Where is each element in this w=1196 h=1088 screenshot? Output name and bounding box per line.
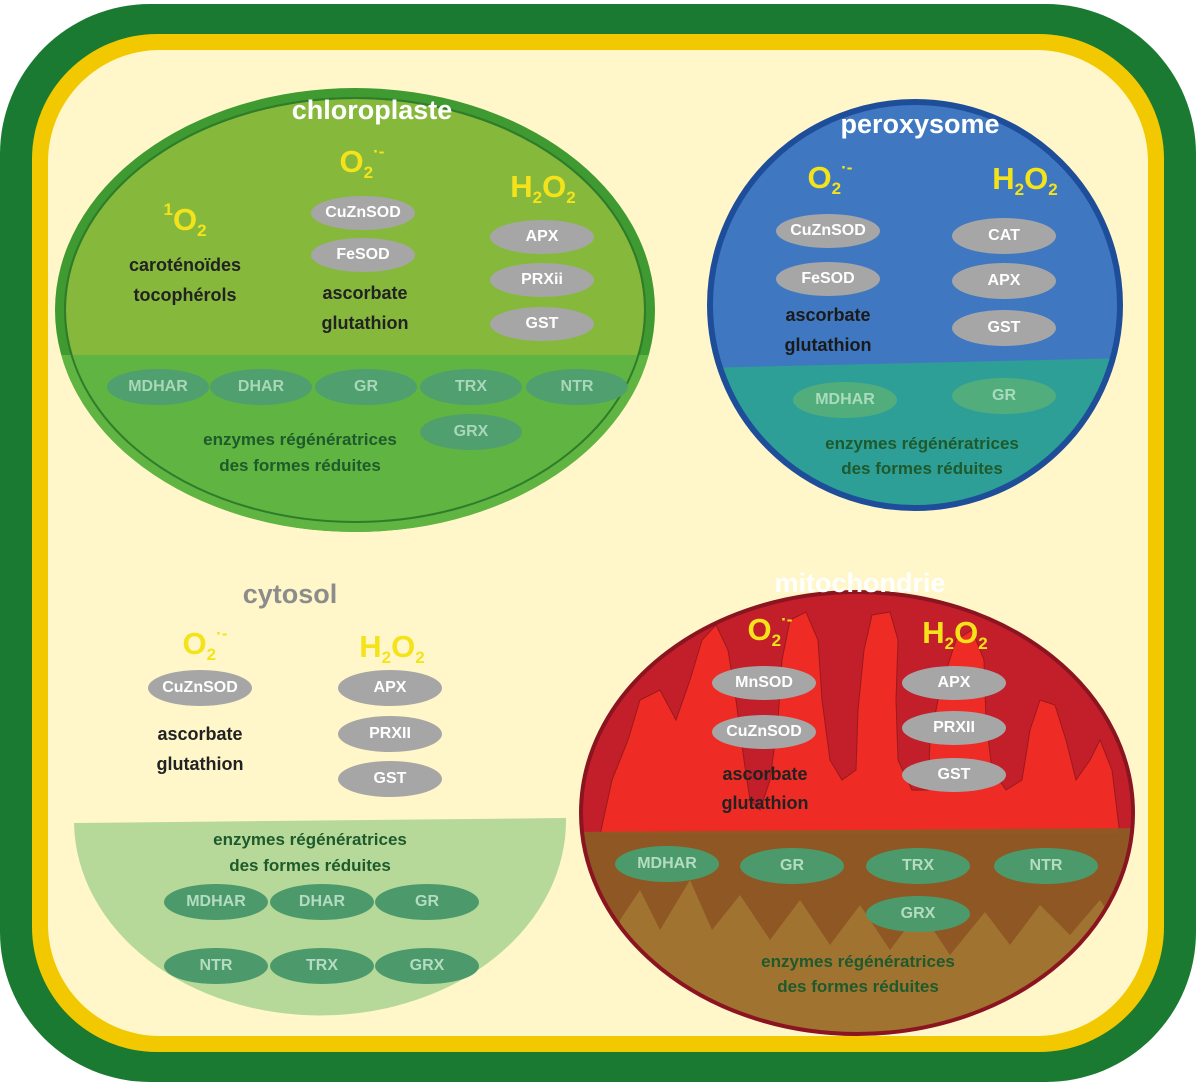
mitochondria-title: mitochondrie <box>774 568 946 598</box>
cytosol-enzyme-prxii: PRXII <box>338 716 442 752</box>
chloroplast-enzyme-fesod: FeSOD <box>311 238 415 272</box>
cytosol-regen-label-2: des formes réduites <box>229 856 391 875</box>
peroxysome-superoxide-label: O2·- <box>807 158 853 198</box>
cytosol-regen-mdhar: MDHAR <box>164 884 268 920</box>
cytosol-enzyme-cuznsod: CuZnSOD <box>148 670 252 706</box>
cytosol-regen-ntr: NTR <box>164 948 268 984</box>
chloroplast-peroxide-label: H2O2 <box>510 169 576 207</box>
cytosol-superoxide-text-1: ascorbate <box>157 724 243 744</box>
cytosol-regen-grx: GRX <box>375 948 479 984</box>
mitochondria-regen-trx: TRX <box>866 848 970 884</box>
peroxysome-enzyme-gst: GST <box>952 310 1056 346</box>
mitochondria-regen-label-2: des formes réduites <box>777 977 939 996</box>
peroxysome-enzyme-fesod: FeSOD <box>776 262 880 296</box>
chloroplast-enzyme-apx: APX <box>490 220 594 254</box>
chloroplast-regen-grx: GRX <box>420 414 522 450</box>
peroxysome-regen-label-2: des formes réduites <box>841 459 1003 478</box>
chloroplast-singlet-text-2: tocophérols <box>133 285 237 305</box>
chloroplast-title: chloroplaste <box>291 95 453 125</box>
peroxysome-enzyme-cuznsod: CuZnSOD <box>776 214 880 248</box>
cytosol-regen-trx: TRX <box>270 948 374 984</box>
chloroplast-singlet-oxygen-label: 1O2 <box>163 200 207 240</box>
peroxysome-peroxide-label: H2O2 <box>992 161 1058 199</box>
peroxysome-enzyme-apx: APX <box>952 263 1056 299</box>
chloroplast-superoxide-label: O2·- <box>339 142 385 182</box>
cytosol-peroxide-label: H2O2 <box>359 629 425 667</box>
peroxysome-enzyme-cat: CAT <box>952 218 1056 254</box>
mitochondria-peroxide-label: H2O2 <box>922 615 988 653</box>
cytosol-enzyme-apx: APX <box>338 670 442 706</box>
chloroplast-enzyme-gst: GST <box>490 307 594 341</box>
chloroplast-regen-gr: GR <box>315 369 417 405</box>
cytosol-superoxide-label: O2·- <box>182 624 228 664</box>
chloroplast-regen-label-1: enzymes régénératrices <box>203 430 397 449</box>
cytosol-regen-dhar: DHAR <box>270 884 374 920</box>
mitochondria-regen-gr: GR <box>740 848 844 884</box>
mitochondria-enzyme-prxii: PRXII <box>902 711 1006 745</box>
chloroplast-singlet-text-1: caroténoïdes <box>128 255 242 275</box>
chloroplast-enzyme-prxii: PRXii <box>490 263 594 297</box>
cytosol-enzyme-gst: GST <box>338 761 442 797</box>
peroxysome-regen-mdhar: MDHAR <box>793 382 897 418</box>
cytosol-superoxide-text-2: glutathion <box>156 754 244 774</box>
mitochondria-superoxide-text-1: ascorbate <box>722 764 808 784</box>
chloroplast-regen-ntr: NTR <box>526 369 628 405</box>
chloroplast-regen-trx: TRX <box>420 369 522 405</box>
chloroplast-superoxide-text-2: glutathion <box>321 313 409 333</box>
peroxysome-superoxide-text-2: glutathion <box>784 335 872 355</box>
mitochondria-regen-label-1: enzymes régénératrices <box>761 952 955 971</box>
peroxysome-title: peroxysome <box>840 109 1000 139</box>
cytosol-title: cytosol <box>242 579 338 609</box>
mitochondria-regen-mdhar: MDHAR <box>615 846 719 882</box>
mitochondria-regen-grx: GRX <box>866 896 970 932</box>
chloroplast-enzyme-cuznsod: CuZnSOD <box>311 196 415 230</box>
cytosol-regen-gr: GR <box>375 884 479 920</box>
chloroplast-regen-label-2: des formes réduites <box>219 456 381 475</box>
cytosol-regen-label-1: enzymes régénératrices <box>213 830 407 849</box>
peroxysome-superoxide-text-1: ascorbate <box>785 305 871 325</box>
chloroplast-regen-mdhar: MDHAR <box>107 369 209 405</box>
peroxysome-regen-label-1: enzymes régénératrices <box>825 434 1019 453</box>
chloroplast-superoxide-text-1: ascorbate <box>322 283 408 303</box>
mitochondria-regen-ntr: NTR <box>994 848 1098 884</box>
mitochondria-superoxide-label: O2·- <box>747 610 793 650</box>
mitochondria-superoxide-text-2: glutathion <box>721 793 809 813</box>
mitochondria-enzyme-mnsod: MnSOD <box>712 666 816 700</box>
mitochondria-enzyme-cuznsod: CuZnSOD <box>712 715 816 749</box>
mitochondria-enzyme-gst: GST <box>902 758 1006 792</box>
chloroplast-regen-dhar: DHAR <box>210 369 312 405</box>
mitochondria-enzyme-apx: APX <box>902 666 1006 700</box>
peroxysome-regen-gr: GR <box>952 378 1056 414</box>
